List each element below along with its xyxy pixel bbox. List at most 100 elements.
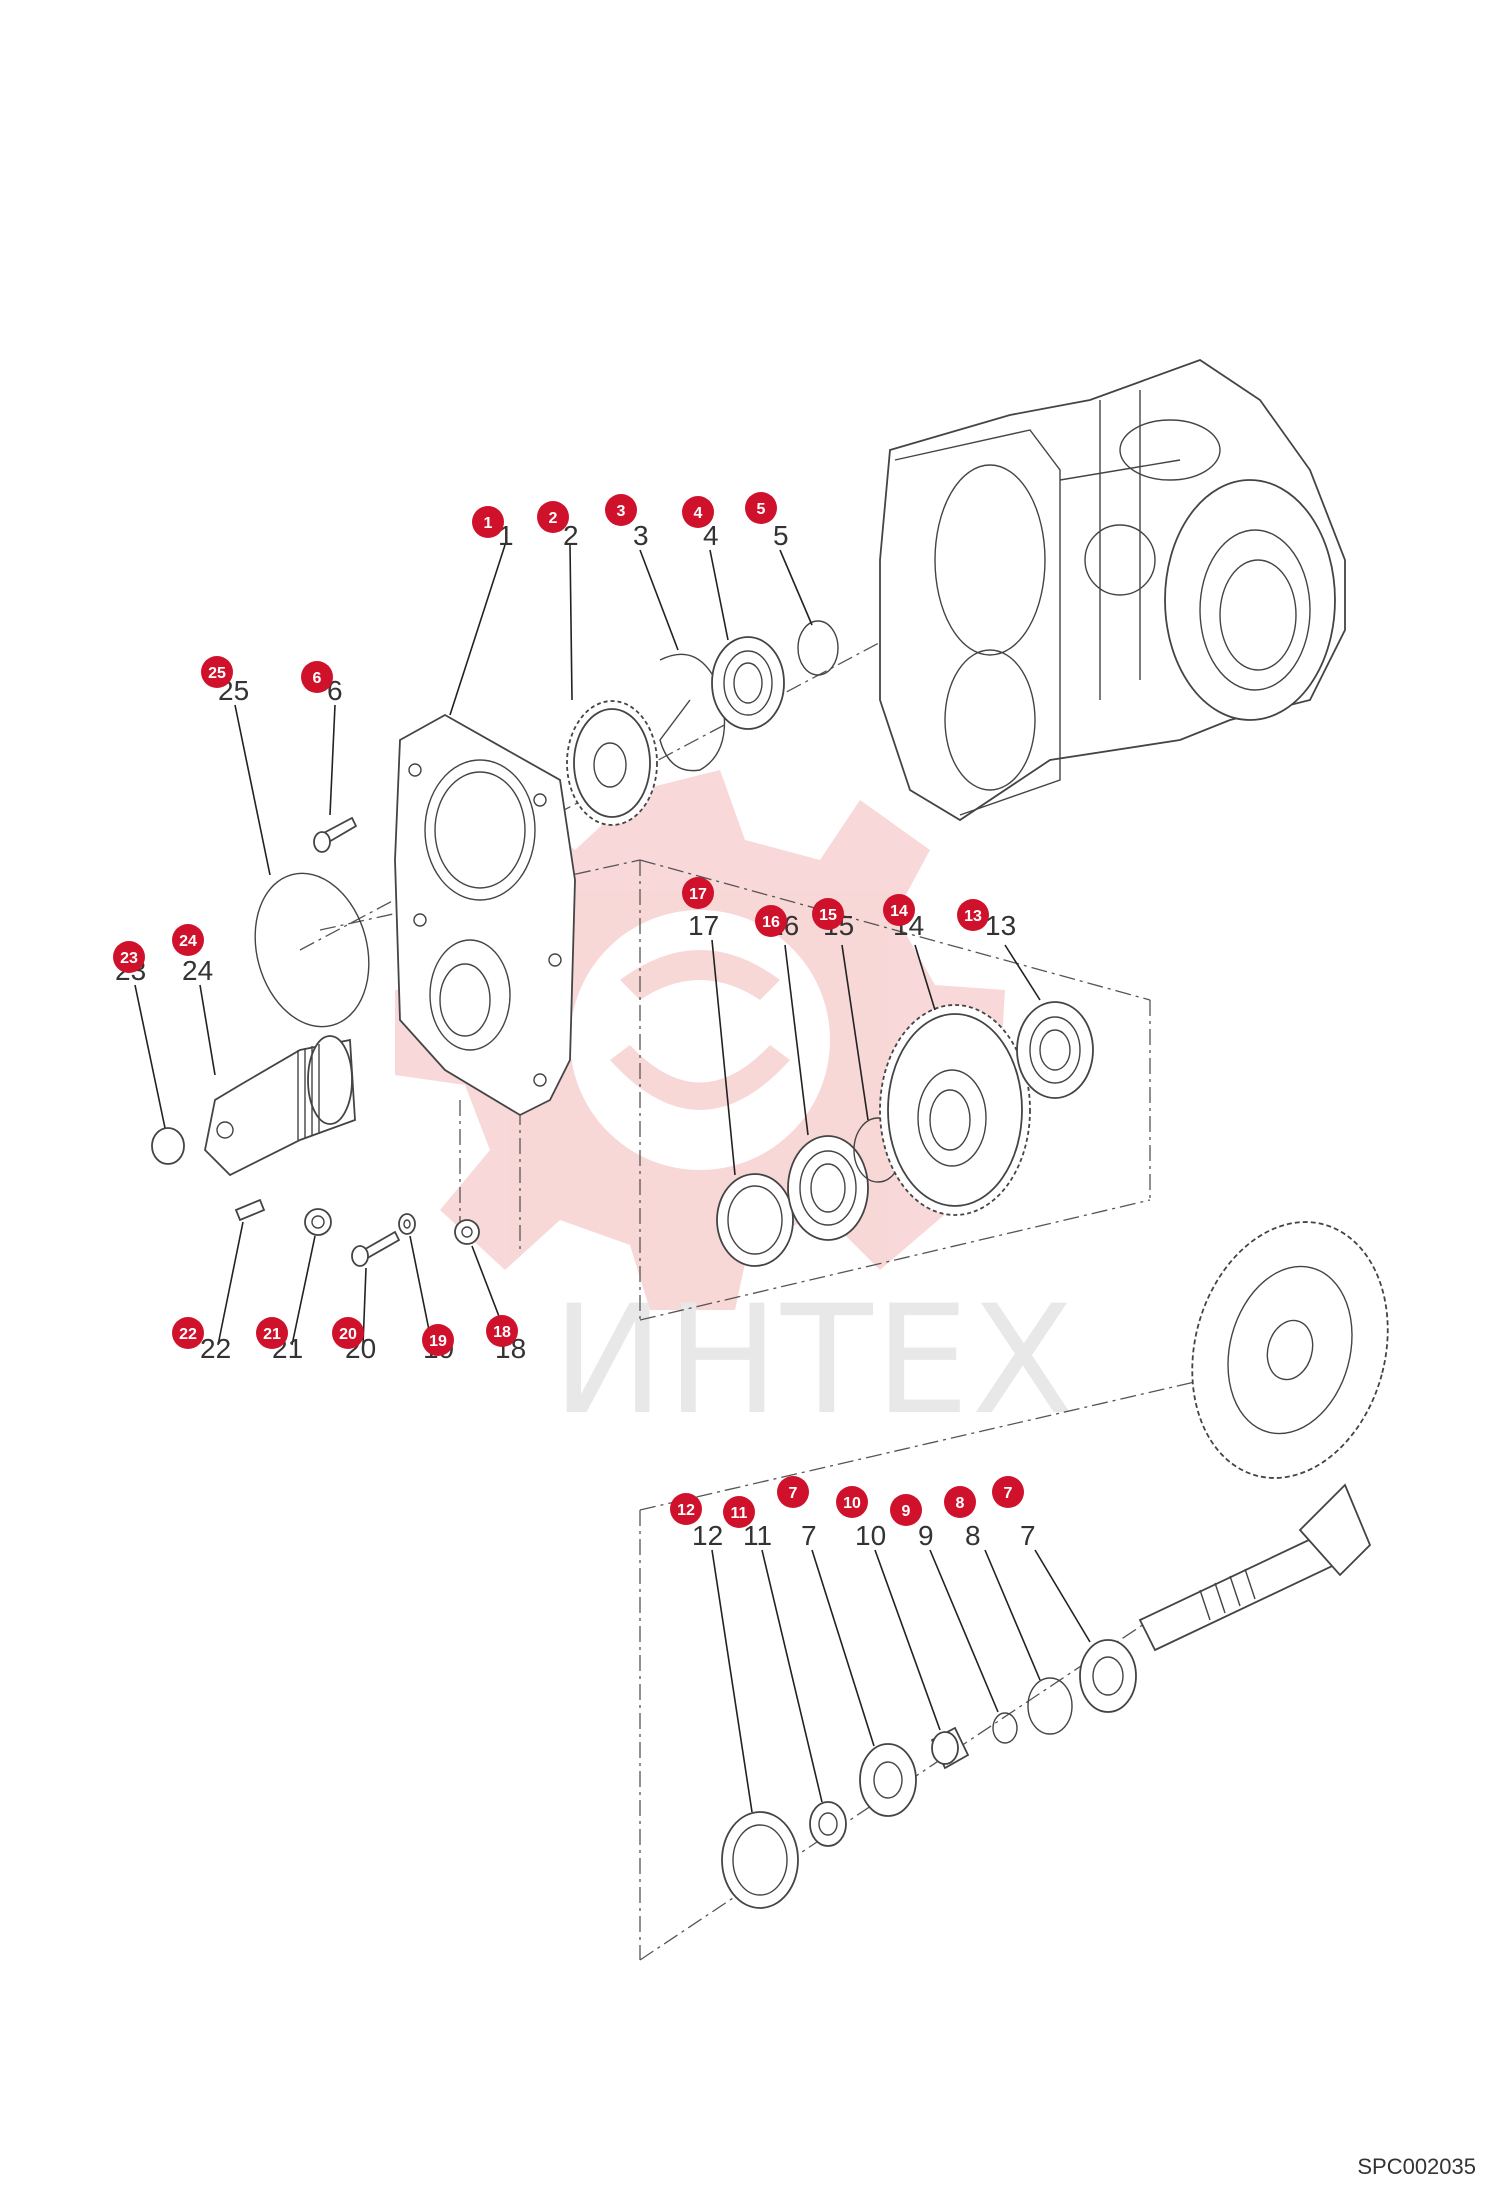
svg-text:24: 24: [179, 933, 197, 950]
nut-lower: [809, 1801, 847, 1847]
callout-4[interactable]: 4: [682, 496, 714, 528]
svg-text:16: 16: [762, 914, 780, 931]
svg-text:14: 14: [890, 903, 908, 920]
svg-text:25: 25: [208, 665, 226, 682]
label-4: 4: [703, 520, 719, 551]
callout-24[interactable]: 24: [172, 924, 204, 956]
callout-9[interactable]: 9: [890, 1494, 922, 1526]
callout-7a[interactable]: 7: [777, 1476, 809, 1508]
label-13: 13: [985, 910, 1016, 941]
svg-text:10: 10: [843, 1495, 861, 1512]
item-labels: 1 2 3 4 5 25 6 17 16 15 14 13 23 24 22 2…: [115, 520, 1036, 1551]
label-3: 3: [633, 520, 649, 551]
bearing-upper: [711, 636, 785, 730]
svg-text:12: 12: [677, 1502, 695, 1519]
callout-18[interactable]: 18: [486, 1315, 518, 1347]
o-ring: [254, 872, 370, 1028]
svg-text:7: 7: [1004, 1485, 1013, 1502]
svg-text:23: 23: [120, 950, 138, 967]
leader-lines: [134, 544, 1091, 1813]
label-2: 2: [563, 520, 579, 551]
callout-6[interactable]: 6: [301, 661, 333, 693]
callout-11[interactable]: 11: [723, 1496, 755, 1528]
callout-22[interactable]: 22: [172, 1317, 204, 1349]
callout-25[interactable]: 25: [201, 656, 233, 688]
bearing-lower-a: [859, 1743, 917, 1817]
svg-text:11: 11: [731, 1505, 748, 1522]
bolt-20: [351, 1230, 401, 1267]
seal-lower: [721, 1811, 799, 1909]
washer-19: [398, 1213, 416, 1235]
watermark-text: ИНТЕХ: [552, 1274, 1076, 1448]
yoke-shaft: [204, 1035, 356, 1177]
label-7b: 7: [1020, 1520, 1036, 1551]
callout-20[interactable]: 20: [332, 1317, 364, 1349]
svg-text:13: 13: [964, 908, 982, 925]
cap: [151, 1127, 185, 1165]
callout-1[interactable]: 1: [472, 506, 504, 538]
gearbox-housing: [879, 358, 1346, 822]
screw-cover: [313, 816, 358, 853]
svg-text:7: 7: [789, 1485, 798, 1502]
svg-text:15: 15: [819, 907, 837, 924]
label-7a: 7: [801, 1520, 817, 1551]
bearing-right: [1016, 1001, 1094, 1099]
callout-10[interactable]: 10: [836, 1486, 868, 1518]
label-17: 17: [688, 910, 719, 941]
label-9: 9: [918, 1520, 934, 1551]
svg-text:5: 5: [757, 501, 766, 518]
retaining-clip: [659, 653, 726, 772]
gear-small: [566, 700, 658, 826]
callout-badges: 1 2 3 4 5 25 6 17 16 15 14 13 23 24 22 2…: [113, 492, 1024, 1528]
callout-5[interactable]: 5: [745, 492, 777, 524]
pinion-shaft: [1138, 1483, 1372, 1652]
seal-middle: [716, 1173, 794, 1267]
callout-7b[interactable]: 7: [992, 1476, 1024, 1508]
svg-text:2: 2: [549, 510, 558, 527]
bevel-ring-gear: [1191, 1221, 1389, 1479]
svg-text:3: 3: [617, 503, 626, 520]
callout-3[interactable]: 3: [605, 494, 637, 526]
callout-16[interactable]: 16: [755, 905, 787, 937]
document-id: SPC002035: [1357, 2154, 1476, 2179]
svg-text:19: 19: [429, 1333, 447, 1350]
callout-13[interactable]: 13: [957, 899, 989, 931]
label-12: 12: [692, 1520, 723, 1551]
svg-text:17: 17: [689, 886, 707, 903]
callout-21[interactable]: 21: [256, 1317, 288, 1349]
nut-18: [454, 1219, 480, 1245]
callout-2[interactable]: 2: [537, 501, 569, 533]
bearing-middle: [787, 1135, 869, 1241]
callout-8[interactable]: 8: [944, 1486, 976, 1518]
spacer: [930, 1726, 970, 1770]
callout-23[interactable]: 23: [113, 941, 145, 973]
label-24: 24: [182, 955, 213, 986]
svg-text:21: 21: [263, 1326, 281, 1343]
gear-large: [879, 1004, 1031, 1216]
label-8: 8: [965, 1520, 981, 1551]
svg-text:18: 18: [493, 1324, 511, 1341]
callout-19[interactable]: 19: [422, 1324, 454, 1356]
callout-14[interactable]: 14: [883, 894, 915, 926]
label-22: 22: [200, 1333, 231, 1364]
svg-text:22: 22: [179, 1326, 197, 1343]
ring-small: [992, 1712, 1018, 1744]
callout-15[interactable]: 15: [812, 898, 844, 930]
callout-12[interactable]: 12: [670, 1493, 702, 1525]
svg-text:1: 1: [484, 515, 493, 532]
nut-21: [304, 1208, 332, 1236]
cover-plate: [394, 713, 576, 1117]
ring-medium: [1027, 1677, 1073, 1735]
snap-ring-upper: [797, 620, 839, 676]
label-10: 10: [855, 1520, 886, 1551]
bearing-lower-b: [1079, 1639, 1137, 1713]
label-5: 5: [773, 520, 789, 551]
dowel-pin: [234, 1198, 266, 1222]
svg-text:8: 8: [956, 1495, 965, 1512]
svg-text:20: 20: [339, 1326, 357, 1343]
callout-17[interactable]: 17: [682, 877, 714, 909]
svg-text:9: 9: [902, 1503, 911, 1520]
svg-text:6: 6: [313, 670, 322, 687]
svg-text:4: 4: [694, 505, 703, 522]
